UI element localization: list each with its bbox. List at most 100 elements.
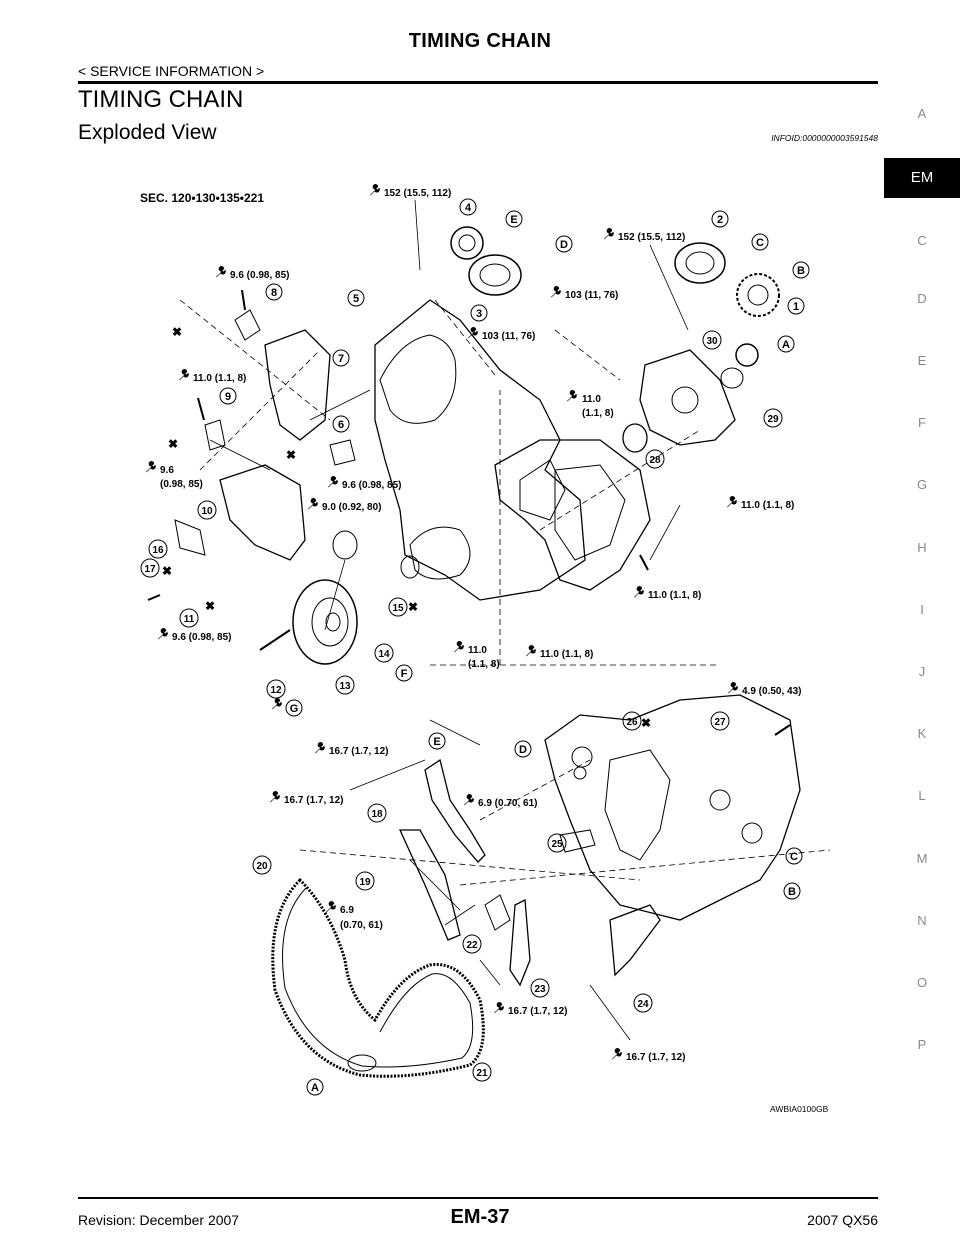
tab-i[interactable]: I — [920, 602, 924, 617]
ref-mark-a: A — [306, 1078, 324, 1096]
tab-g[interactable]: G — [916, 477, 928, 492]
torque-label: 9.0 (0.92, 80) — [322, 502, 381, 513]
tab-n[interactable]: N — [917, 913, 927, 928]
svg-text:18: 18 — [371, 809, 383, 820]
svg-text:C: C — [790, 851, 798, 863]
tab-c[interactable]: C — [917, 233, 927, 248]
torque-wrench-icon — [327, 476, 338, 488]
svg-text:16: 16 — [152, 545, 164, 556]
tab-h[interactable]: H — [917, 540, 927, 555]
tab-l[interactable]: L — [918, 788, 926, 803]
info-id: INFOID:0000000003591548 — [771, 133, 878, 143]
breadcrumb: < SERVICE INFORMATION > — [78, 63, 265, 79]
svg-text:C: C — [756, 237, 764, 249]
torque-label: 152 (15.5, 112) — [384, 188, 451, 199]
subsection-title: Exploded View — [78, 121, 217, 144]
torque-label: 6.9 (0.70, 61) — [478, 798, 537, 809]
torque-label: 6.9 — [340, 905, 354, 916]
svg-text:28: 28 — [649, 455, 661, 466]
tab-f[interactable]: F — [918, 415, 926, 430]
torque-wrench-icon — [603, 228, 614, 240]
svg-text:12: 12 — [270, 685, 282, 696]
footer-rule — [78, 1197, 878, 1199]
torque-label: 11.0 — [468, 645, 487, 656]
torque-wrench-icon — [215, 266, 226, 278]
ref-mark-a: A — [777, 335, 795, 353]
svg-text:4: 4 — [465, 202, 472, 214]
tab-a[interactable]: A — [917, 106, 927, 121]
tab-d[interactable]: D — [917, 291, 927, 306]
torque-label: 9.6 (0.98, 85) — [230, 270, 289, 281]
tab-j[interactable]: J — [918, 664, 926, 679]
svg-text:20: 20 — [256, 861, 268, 872]
svg-text:24: 24 — [637, 999, 649, 1010]
ref-mark-g: G — [285, 699, 303, 717]
torque-wrench-icon — [369, 184, 380, 196]
torque-label: (1.1, 8) — [468, 659, 500, 670]
tab-o[interactable]: O — [916, 975, 928, 990]
torque-wrench-icon — [269, 791, 280, 803]
svg-text:F: F — [401, 668, 408, 680]
part-callout: 29 — [763, 408, 783, 428]
svg-text:E: E — [433, 736, 440, 748]
ref-mark-b: B — [783, 882, 801, 900]
tab-k[interactable]: K — [917, 726, 927, 741]
part-callout: 13 — [335, 675, 355, 695]
model-text: 2007 QX56 — [807, 1212, 878, 1228]
part-callout: 24 — [633, 993, 653, 1013]
torque-wrench-icon — [271, 698, 282, 710]
no-reuse-icon: ✖ — [205, 599, 215, 613]
svg-text:E: E — [510, 214, 517, 226]
header-rule — [78, 81, 878, 84]
svg-text:7: 7 — [338, 353, 344, 365]
part-callout: 2 — [711, 210, 729, 228]
ref-mark-d: D — [555, 235, 573, 253]
part-callout: 27 — [710, 711, 730, 731]
svg-text:23: 23 — [534, 984, 546, 995]
torque-wrench-icon — [453, 641, 464, 653]
ref-mark-e: E — [428, 732, 446, 750]
no-reuse-icon: ✖ — [172, 325, 182, 339]
torque-label: 9.6 (0.98, 85) — [172, 632, 231, 643]
svg-text:27: 27 — [714, 717, 726, 728]
torque-label: 103 (11, 76) — [482, 331, 535, 342]
torque-label: 16.7 (1.7, 12) — [508, 1006, 567, 1017]
torque-label: 11.0 — [582, 394, 601, 405]
page-number: EM-37 — [450, 1206, 510, 1228]
tab-e[interactable]: E — [917, 353, 927, 368]
torque-wrench-icon — [463, 794, 474, 806]
torque-label: 11.0 (1.1, 8) — [741, 500, 794, 511]
part-callout: 5 — [347, 289, 365, 307]
sec-label: SEC. 120•130•135•221 — [140, 191, 264, 205]
torque-wrench-icon — [314, 742, 325, 754]
torque-wrench-icon — [307, 498, 318, 510]
svg-text:19: 19 — [359, 877, 371, 888]
part-callout: 21 — [472, 1062, 492, 1082]
part-callout: 30 — [702, 330, 722, 350]
part-callout: 10 — [197, 500, 217, 520]
svg-text:5: 5 — [353, 293, 359, 305]
torque-label: 11.0 (1.1, 8) — [540, 649, 593, 660]
no-reuse-icon: ✖ — [168, 437, 178, 451]
torque-wrench-icon — [550, 286, 561, 298]
torque-wrench-icon — [726, 496, 737, 508]
page-title: TIMING CHAIN — [408, 30, 552, 52]
svg-text:29: 29 — [767, 414, 779, 425]
svg-text:6: 6 — [338, 419, 344, 431]
torque-wrench-icon — [157, 628, 168, 640]
no-reuse-icon: ✖ — [286, 448, 296, 462]
part-callout: 22 — [462, 934, 482, 954]
tab-m[interactable]: M — [916, 851, 928, 866]
tab-em[interactable]: EM — [884, 158, 960, 198]
part-callout: 9 — [219, 387, 237, 405]
svg-text:11: 11 — [184, 614, 195, 625]
svg-text:9: 9 — [225, 391, 231, 403]
revision-text: Revision: December 2007 — [78, 1212, 240, 1228]
part-callout: 14 — [374, 643, 394, 663]
part-callout: 23 — [530, 978, 550, 998]
torque-label: 16.7 (1.7, 12) — [329, 746, 388, 757]
tab-p[interactable]: P — [917, 1037, 927, 1052]
part-callout: 16 — [148, 539, 168, 559]
part-callout: 7 — [332, 349, 350, 367]
torque-wrench-icon — [611, 1048, 622, 1060]
